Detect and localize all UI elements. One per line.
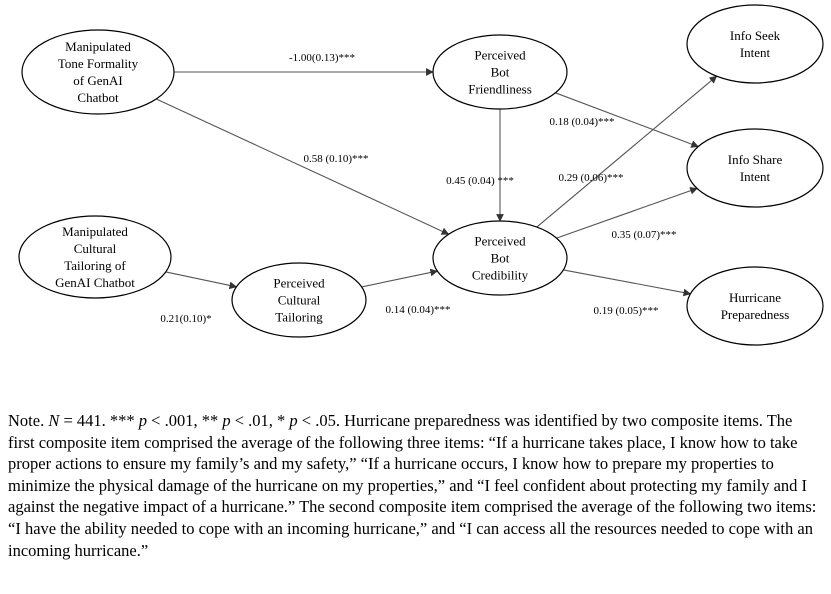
node-label-line: GenAI Chatbot [55, 275, 135, 290]
note-p1: p [138, 411, 148, 430]
note-p3: p [289, 411, 298, 430]
path-coefficient-friendliness-to-share: 0.18 (0.04)*** [549, 116, 614, 128]
path-coefficient-credibility-to-seek: 0.29 (0.06)*** [558, 172, 623, 184]
node-label-line: Chatbot [77, 90, 119, 105]
node-label-line: Bot [491, 65, 510, 80]
note-t1: < .001, ** [147, 411, 223, 430]
node-label-line: Manipulated [62, 224, 128, 239]
path-coefficient-cultural_perc-to-credibility: 0.14 (0.04)*** [385, 304, 450, 316]
node-ellipse-tone [21, 29, 175, 115]
node-label-line: Tailoring [275, 310, 323, 325]
node-label-line: Perceived [474, 234, 526, 249]
node-label-line: Bot [491, 251, 510, 266]
node-label-line: Preparedness [721, 307, 790, 322]
path-arrow-friendliness-to-share [555, 92, 699, 148]
node-ellipse-friendliness [432, 34, 568, 110]
note-n-symbol: N [48, 411, 60, 430]
note-prefix: Note. [8, 411, 49, 430]
node-ellipse-credibility [432, 220, 568, 296]
path-arrow-tone-to-credibility [156, 98, 450, 235]
path-coefficient-credibility-to-prep: 0.19 (0.05)*** [593, 305, 658, 317]
path-coefficient-friendliness-to-credibility: 0.45 (0.04) *** [446, 175, 514, 187]
path-arrow-credibility-to-prep [563, 269, 692, 297]
node-label-line: Info Seek [730, 28, 781, 43]
node-ellipse-share [686, 128, 824, 208]
node-label-line: Intent [740, 45, 771, 60]
path-coefficient-tone-to-friendliness: -1.00(0.13)*** [289, 52, 355, 64]
node-label-line: Cultural [278, 293, 321, 308]
path-arrow-cultural_manip-to-cultural_perc [165, 271, 238, 290]
note-p2: p [222, 411, 231, 430]
node-label-line: Cultural [74, 241, 117, 256]
edge-labels: -1.00(0.13)*** 0.58 (0.10)*** 0.45 (0.04) … [160, 52, 676, 325]
note-t3: < .05. Hurricane preparedness was identi… [8, 411, 817, 560]
path-arrow-credibility-to-share [556, 187, 698, 239]
node-ellipse-cultural_manip [18, 215, 172, 299]
node-ellipse-cultural_perc [231, 262, 367, 338]
node-ellipse-seek [686, 4, 824, 84]
node-label-line: Hurricane [729, 290, 781, 305]
path-coefficient-cultural_manip-to-cultural_perc: 0.21(0.10)* [160, 313, 211, 325]
edges [156, 68, 718, 297]
node-label-line: Perceived [474, 48, 526, 63]
path-coefficient-credibility-to-share: 0.35 (0.07)*** [611, 229, 676, 241]
node-label-line: Friendliness [468, 82, 532, 97]
path-arrow-cultural_perc-to-credibility [361, 268, 439, 288]
node-label-line: Manipulated [65, 39, 131, 54]
node-label-line: Credibility [472, 268, 529, 283]
note-t2: < .01, * [230, 411, 290, 430]
path-coefficient-tone-to-credibility: 0.58 (0.10)*** [303, 153, 368, 165]
node-label-line: Tailoring of [64, 258, 126, 273]
path-arrow-credibility-to-seek [536, 75, 718, 228]
node-ellipse-prep [686, 266, 824, 346]
note-n-value: = 441. *** [59, 411, 139, 430]
node-label-line: Intent [740, 169, 771, 184]
node-label-line: of GenAI [73, 73, 122, 88]
figure-note: Note. N = 441. *** p < .001, ** p < .01,… [8, 410, 823, 561]
node-label-line: Info Share [728, 152, 783, 167]
node-label-line: Perceived [273, 276, 325, 291]
node-label-line: Tone Formality [58, 56, 139, 71]
